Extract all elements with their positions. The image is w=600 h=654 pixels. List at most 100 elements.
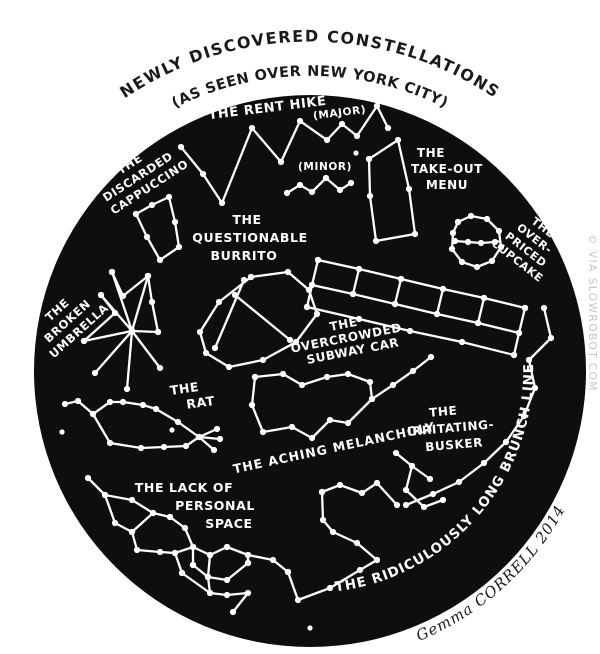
- label-rat-1: THE: [169, 379, 200, 398]
- star-dot: [515, 329, 523, 337]
- star-dot: [223, 576, 231, 584]
- star-dot: [137, 444, 145, 452]
- umbrella-spoke: [125, 329, 134, 391]
- star-dot: [298, 381, 306, 389]
- star-dot: [144, 272, 152, 280]
- space-mesh: [103, 493, 290, 574]
- star-dot: [455, 478, 463, 486]
- star-dot: [540, 304, 548, 312]
- umbrella-spoke: [130, 329, 160, 334]
- star-dot: [439, 496, 447, 504]
- star-dot: [433, 310, 441, 318]
- constellation-questionable-burrito: THE QUESTIONABLE BURRITO: [192, 212, 321, 371]
- star-dot: [210, 446, 218, 454]
- star-dot: [106, 439, 114, 447]
- star-dot: [326, 416, 334, 424]
- star-dot: [402, 501, 410, 509]
- star-dot: [240, 276, 248, 284]
- umbrella-spoke: [130, 329, 162, 370]
- star-dot: [458, 258, 466, 266]
- label-busker-1: THE: [429, 403, 458, 419]
- star-dot: [247, 273, 255, 281]
- star-dot: [510, 351, 518, 359]
- star-dot: [318, 488, 326, 496]
- constellation-take-out-menu: THE TAKE-OUT MENU: [365, 136, 483, 245]
- star-dot: [166, 513, 174, 521]
- star-dot: [355, 265, 363, 273]
- star-dot: [294, 596, 302, 604]
- star-dot: [156, 364, 164, 372]
- star-dot: [393, 501, 401, 509]
- star-dot: [251, 373, 259, 381]
- star-dot: [206, 551, 214, 559]
- stray-star: [353, 150, 359, 156]
- star-dot: [454, 218, 462, 226]
- rat-body: [63, 399, 201, 450]
- star-dot: [292, 338, 300, 346]
- star-dot: [178, 569, 186, 577]
- star-dot: [347, 179, 355, 187]
- star-dot: [502, 438, 510, 446]
- star-dot: [355, 315, 363, 323]
- rat-eye-star: [169, 427, 175, 433]
- label-burrito-1: THE: [232, 212, 261, 227]
- star-dot: [160, 443, 168, 451]
- star-dot: [283, 189, 291, 197]
- label-take-out-3: MENU: [426, 178, 468, 192]
- star-dot: [296, 181, 304, 189]
- star-dot: [394, 136, 402, 144]
- constellation-rat: THE RAT: [61, 379, 224, 454]
- cappuccino-cup-line: [134, 195, 181, 262]
- star-dot: [389, 381, 397, 389]
- star-dot: [336, 186, 344, 194]
- star-dot: [427, 353, 435, 361]
- watermark: © VIA SLOWROBOT.COM: [586, 234, 598, 392]
- star-dot: [480, 459, 488, 467]
- star-dot: [402, 486, 410, 494]
- star-dot: [308, 188, 316, 196]
- cupcake-liner: [453, 239, 497, 245]
- star-dot: [143, 233, 151, 241]
- star-dot: [497, 243, 505, 251]
- star-dot: [458, 338, 466, 346]
- label-busker-3: BUSKER: [425, 435, 484, 454]
- star-dot: [223, 543, 231, 551]
- star-dot: [119, 292, 127, 300]
- star-dot: [366, 378, 374, 386]
- star-dot: [384, 124, 392, 132]
- star-dot: [372, 237, 380, 245]
- star-dot: [284, 568, 292, 576]
- burrito-fold: [233, 293, 292, 342]
- star-dot: [491, 238, 499, 246]
- star-dot: [244, 559, 252, 567]
- star-dot: [411, 230, 419, 238]
- star-dot: [189, 561, 197, 569]
- star-dot: [495, 227, 503, 235]
- star-dot: [174, 418, 182, 426]
- star-dot: [314, 256, 322, 264]
- star-dot: [464, 238, 472, 246]
- star-dot: [269, 556, 277, 564]
- star-dot: [373, 102, 381, 110]
- night-sky-circle: [34, 95, 586, 647]
- star-dot: [488, 257, 496, 265]
- star-dot: [323, 136, 331, 144]
- label-rent-hike-minor: (MINOR): [298, 161, 352, 173]
- star-dot: [202, 349, 210, 357]
- star-dot: [128, 496, 136, 504]
- star-dot: [165, 193, 173, 201]
- star-dot: [449, 229, 457, 237]
- melancholy-blob: [250, 372, 374, 440]
- star-dot: [313, 310, 321, 318]
- star-dot: [223, 591, 231, 599]
- star-dot: [248, 124, 256, 132]
- busker-arm: [410, 464, 432, 481]
- star-dot: [329, 528, 337, 536]
- label-take-out-2: TAKE-OUT: [411, 162, 483, 176]
- star-dot: [356, 566, 364, 574]
- star-dot: [244, 589, 252, 597]
- star-dot: [177, 143, 185, 151]
- space-mesh: [191, 561, 250, 582]
- star-dot: [216, 435, 224, 443]
- star-dot: [119, 398, 127, 406]
